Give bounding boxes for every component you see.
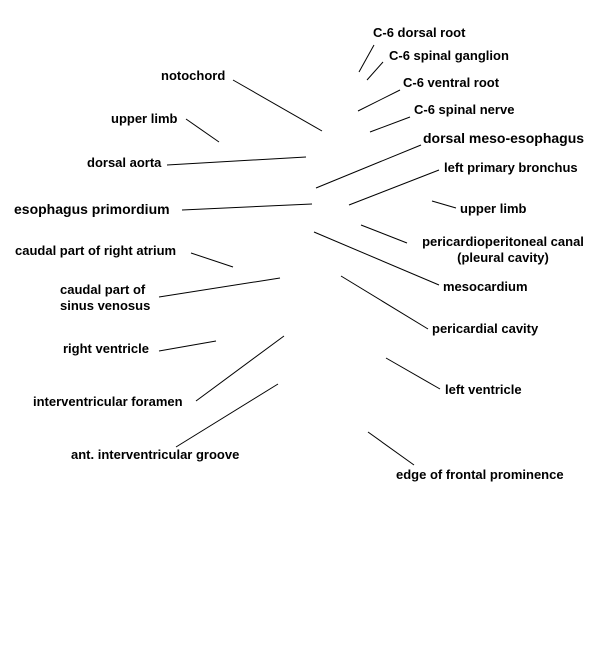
leader-c6-dorsal-root <box>358 44 375 73</box>
label-caudal-sinus-line1: caudal part of <box>60 282 146 297</box>
leader-esophagus-primordium <box>181 203 313 211</box>
label-mesocardium: mesocardium <box>443 279 528 294</box>
label-left-primary-bronchus: left primary bronchus <box>444 160 578 175</box>
label-ant-interventricular-groove: ant. interventricular groove <box>71 447 240 462</box>
leader-c6-ventral-root <box>357 89 401 112</box>
label-upper-limb-right: upper limb <box>460 201 527 216</box>
label-c6-spinal-nerve: C-6 spinal nerve <box>414 102 515 117</box>
label-c6-dorsal-root: C-6 dorsal root <box>373 25 466 40</box>
label-dorsal-aorta: dorsal aorta <box>87 155 162 170</box>
label-notochord: notochord <box>161 68 226 83</box>
label-edge-frontal-prominence: edge of frontal prominence <box>396 467 564 482</box>
leader-notochord <box>232 79 323 132</box>
leader-edge-frontal-prominence <box>367 431 415 466</box>
leader-caudal-right-atrium <box>190 252 234 268</box>
leader-left-primary-bronchus <box>348 169 440 206</box>
label-caudal-sinus-venosus: caudal part of sinus venosus <box>60 282 150 314</box>
leader-mesocardium <box>313 231 440 286</box>
label-dorsal-meso-esophagus: dorsal meso-esophagus <box>423 130 585 146</box>
leader-left-ventricle <box>385 357 441 390</box>
label-pericardioperitoneal-canal: pericardioperitoneal canal (pleural cavi… <box>412 234 594 266</box>
label-left-ventricle: left ventricle <box>445 382 522 397</box>
leader-upper-limb-left <box>185 118 220 143</box>
label-upper-limb-left: upper limb <box>111 111 178 126</box>
label-c6-spinal-ganglion: C-6 spinal ganglion <box>389 48 509 63</box>
leader-dorsal-aorta <box>166 156 307 166</box>
label-pericardioperitoneal-canal-line1: pericardioperitoneal canal <box>422 234 584 249</box>
label-c6-ventral-root: C-6 ventral root <box>403 75 500 90</box>
leader-pericardioperitoneal-canal <box>360 224 408 244</box>
label-caudal-sinus-line2: sinus venosus <box>60 298 151 313</box>
leader-upper-limb-right <box>431 200 457 209</box>
label-pleural-cavity: (pleural cavity) <box>457 250 549 265</box>
leader-caudal-sinus-venosus <box>158 277 281 298</box>
leader-c6-spinal-ganglion <box>366 61 384 81</box>
leader-dorsal-meso-esophagus <box>315 144 422 189</box>
label-interventricular-foramen: interventricular foramen <box>33 394 183 409</box>
leader-interventricular-foramen <box>195 335 285 402</box>
leader-ant-interventricular-groove <box>175 383 279 448</box>
label-esophagus-primordium: esophagus primordium <box>14 201 170 217</box>
leader-right-ventricle <box>158 340 217 352</box>
leader-pericardial-cavity <box>340 275 429 330</box>
label-right-ventricle: right ventricle <box>63 341 149 356</box>
label-pericardial-cavity: pericardial cavity <box>432 321 539 336</box>
leader-c6-spinal-nerve <box>369 116 411 133</box>
label-caudal-right-atrium: caudal part of right atrium <box>15 243 177 258</box>
